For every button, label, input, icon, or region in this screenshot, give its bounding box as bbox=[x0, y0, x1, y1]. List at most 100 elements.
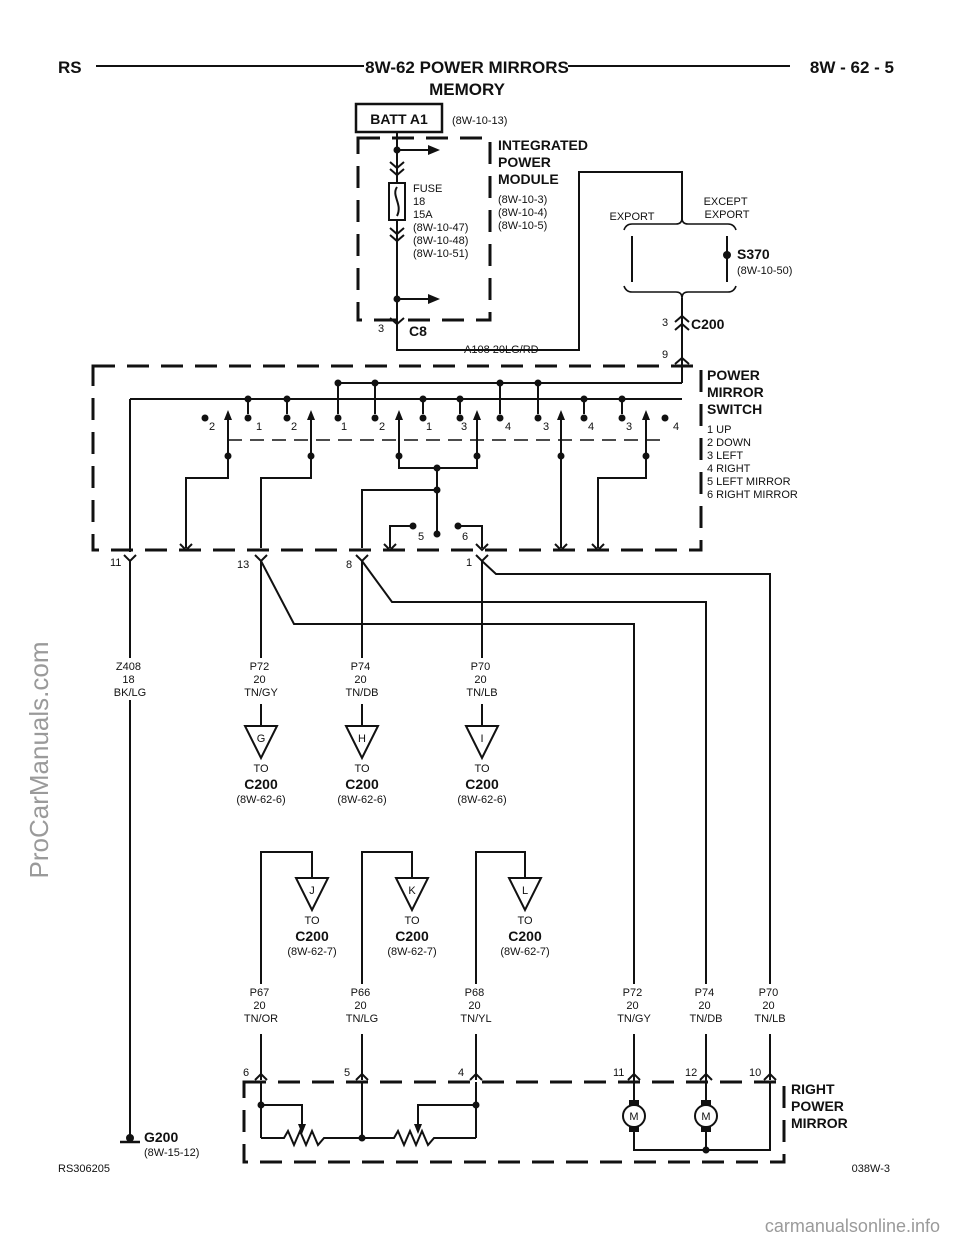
mirror-pin-6-connector bbox=[254, 1072, 268, 1081]
watermark-left: ProCarManuals.com bbox=[24, 642, 54, 879]
motor-common-dot bbox=[702, 1146, 710, 1154]
contact-number: 4 bbox=[588, 421, 594, 433]
motor-2-brush-top bbox=[701, 1100, 711, 1105]
contact-dot-5 bbox=[371, 414, 379, 422]
mirror-pin-5-connector bbox=[355, 1072, 369, 1081]
batt-a1-ref: (8W-10-13) bbox=[452, 115, 507, 127]
header-page-number: 8W - 62 - 5 bbox=[810, 58, 894, 77]
c8-label: C8 bbox=[409, 323, 427, 339]
mirror-pin-5: 5 bbox=[344, 1067, 350, 1079]
arrow-c bbox=[475, 543, 489, 552]
switch-internal-wire-6 bbox=[361, 489, 437, 548]
mirror-pin-10: 10 bbox=[749, 1067, 761, 1079]
switch-internal-wire-2 bbox=[260, 456, 312, 548]
switch-pin-13-connector bbox=[254, 554, 268, 563]
selector-number-5: 5 bbox=[418, 531, 424, 543]
c200-top-connector-a bbox=[674, 314, 690, 323]
motor-1-label: M bbox=[629, 1111, 638, 1123]
contact-dot-6 bbox=[419, 414, 427, 422]
switch-arm-arrow-4 bbox=[473, 410, 481, 420]
conn-label-g: C200 bbox=[244, 776, 278, 792]
g200-ground-eyelet bbox=[126, 1134, 134, 1142]
mirror-pin-4-connector bbox=[469, 1072, 483, 1081]
switch-arm-arrow-1 bbox=[224, 410, 232, 420]
wire-to-l bbox=[475, 851, 526, 984]
connector-ref-h bbox=[344, 725, 380, 761]
selector-wire-5 bbox=[389, 525, 413, 548]
fuse-18-label: FUSE 18 15A (8W-10-47) (8W-10-48) (8W-10… bbox=[413, 183, 472, 260]
contact-number: 1 bbox=[426, 421, 432, 433]
contact-dot-2 bbox=[244, 414, 252, 422]
power-mirror-switch-boundary bbox=[91, 364, 703, 552]
batt-a1-label: BATT A1 bbox=[370, 111, 428, 127]
g200-label: G200 bbox=[144, 1129, 178, 1145]
sensor-wiper-arrow-2 bbox=[414, 1124, 422, 1134]
arrow-a bbox=[179, 543, 193, 552]
sensor-common-dot bbox=[358, 1134, 366, 1142]
contact-dot-1 bbox=[201, 414, 209, 422]
wire-a108-label: A108 20LG/RD bbox=[464, 344, 539, 356]
switch-pin-1-connector bbox=[475, 554, 489, 563]
contact-number: 1 bbox=[341, 421, 347, 433]
ref-label-j: (8W-62-7) bbox=[287, 946, 336, 958]
footer-right-code: 038W-3 bbox=[852, 1163, 890, 1175]
contact-dot-9 bbox=[534, 414, 542, 422]
wire-label-z408: Z408 18 BK/LG bbox=[114, 661, 146, 699]
contact-number: 2 bbox=[291, 421, 297, 433]
c8-pin: 3 bbox=[378, 323, 384, 335]
connector-ref-i bbox=[464, 725, 500, 761]
motor-2-label: M bbox=[701, 1111, 710, 1123]
wire-label-p67: P67 20 TN/OR bbox=[244, 987, 278, 1025]
wire-label-p74-bottom: P74 20 TN/DB bbox=[690, 987, 723, 1025]
contact-dot-10 bbox=[580, 414, 588, 422]
connector-ref-j bbox=[294, 877, 330, 913]
motor-2-brush-bottom bbox=[701, 1127, 711, 1132]
switch-pin-1: 1 bbox=[466, 557, 472, 569]
mirror-pin-12-connector bbox=[699, 1072, 713, 1081]
switch-internal-wire-5 bbox=[597, 456, 647, 548]
wire-to-j bbox=[260, 851, 313, 984]
option-bracket-bottom bbox=[623, 285, 737, 299]
watermark-bottom: carmanualsonline.info bbox=[765, 1216, 940, 1236]
switch-arm-arrow-3 bbox=[395, 410, 403, 420]
wire-label-p66: P66 20 TN/LG bbox=[346, 987, 378, 1025]
ipm-fuse-connector-bottom-b bbox=[389, 234, 405, 243]
arrow-d bbox=[554, 543, 568, 552]
right-power-mirror-boundary bbox=[242, 1080, 786, 1164]
mirror-pin-6: 6 bbox=[243, 1067, 249, 1079]
c200-top-pin-9: 9 bbox=[662, 349, 668, 361]
wire-p74-branch bbox=[361, 560, 707, 984]
mirror-pin-4: 4 bbox=[458, 1067, 464, 1079]
header-subtitle: MEMORY bbox=[429, 80, 506, 99]
connector-letter-j: J bbox=[309, 885, 315, 897]
position-sensor-resistors bbox=[261, 1128, 476, 1148]
mirror-pin-12: 12 bbox=[685, 1067, 697, 1079]
ipm-bus-bottom-arrow bbox=[428, 294, 440, 304]
except-export-label: EXCEPT EXPORT bbox=[704, 196, 751, 221]
wire-label-p70-bottom: P70 20 TN/LB bbox=[754, 987, 785, 1025]
contact-number: 3 bbox=[626, 421, 632, 433]
mirror-title: RIGHT POWER MIRROR bbox=[791, 1081, 848, 1131]
to-label-i: TO bbox=[474, 763, 490, 775]
switch-legend: 1 UP 2 DOWN 3 LEFT 4 RIGHT 5 LEFT MIRROR… bbox=[707, 424, 798, 501]
contact-number: 3 bbox=[461, 421, 467, 433]
export-label: EXPORT bbox=[609, 211, 654, 223]
header-left-code: RS bbox=[58, 58, 82, 77]
contact-number: 3 bbox=[543, 421, 549, 433]
ipm-fuse-connector-top bbox=[389, 161, 405, 170]
switch-feed-connector bbox=[674, 356, 690, 365]
mirror-pin-11-connector bbox=[627, 1072, 641, 1081]
wire-label-p72: P72 20 TN/GY bbox=[244, 661, 278, 699]
c200-top-label: C200 bbox=[691, 316, 725, 332]
mirror-pin-11: 11 bbox=[613, 1067, 624, 1079]
ref-label-h: (8W-62-6) bbox=[337, 794, 386, 806]
ipm-boundary bbox=[356, 136, 492, 322]
motor-common-wire bbox=[633, 1082, 771, 1151]
connector-letter-l: L bbox=[522, 885, 528, 897]
contact-dot-12 bbox=[661, 414, 669, 422]
selector-number-6: 6 bbox=[462, 531, 468, 543]
ipm-title: INTEGRATED POWER MODULE bbox=[498, 137, 592, 187]
to-label-h: TO bbox=[354, 763, 370, 775]
ipm-fuse-connector-bottom bbox=[389, 227, 405, 236]
c8-connector-symbol bbox=[389, 317, 405, 326]
